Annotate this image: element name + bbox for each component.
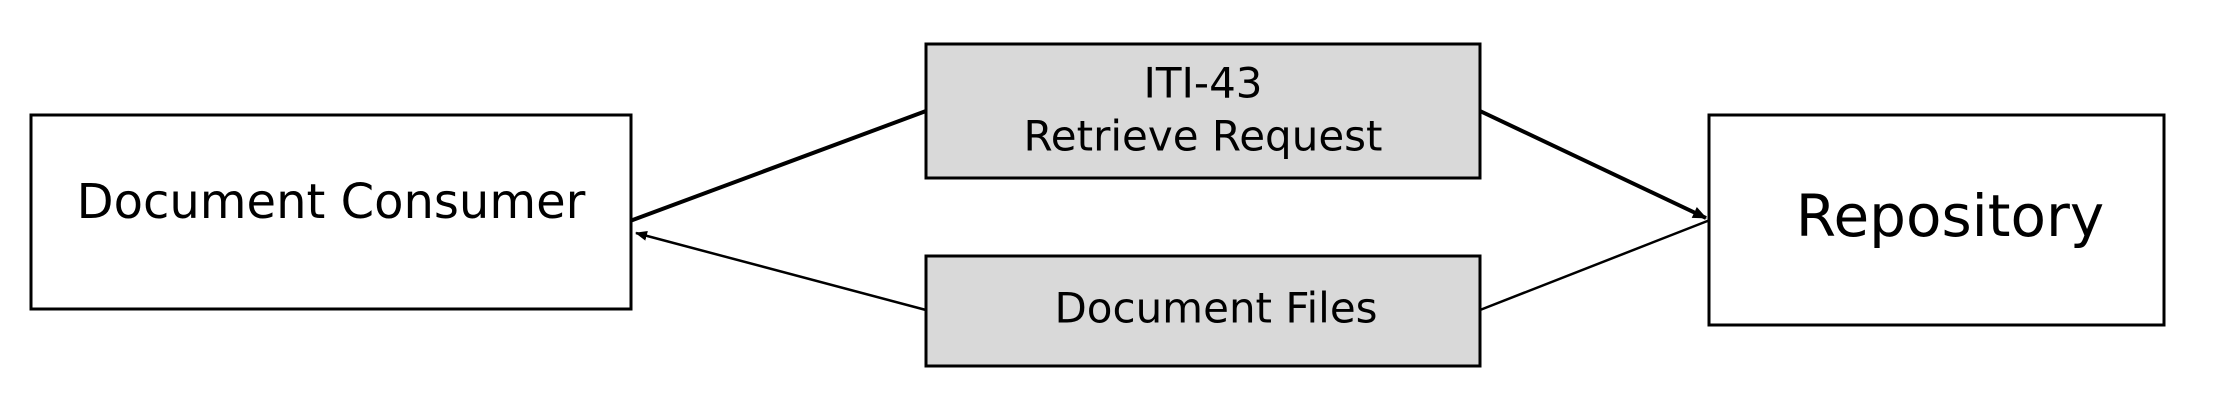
retrieve-request-title: ITI-43	[1143, 59, 1262, 108]
document-files-node: Document Files	[924, 254, 1482, 368]
document-consumer-label: Document Consumer	[77, 174, 586, 230]
connector-response-to-consumer	[635, 230, 927, 312]
repository-node: Repository	[1707, 113, 2166, 327]
document-files-box	[924, 254, 1482, 368]
document-consumer-box	[29, 113, 633, 311]
repository-label: Repository	[1796, 182, 2104, 250]
connector-repository-to-response	[1479, 218, 1711, 312]
retrieve-request-subtitle: Retrieve Request	[1023, 112, 1382, 161]
retrieve-request-node: ITI-43 Retrieve Request	[924, 42, 1482, 180]
document-consumer-node: Document Consumer	[29, 113, 633, 311]
request-flow	[629, 109, 1707, 223]
repository-box	[1707, 113, 2166, 327]
document-files-label: Document Files	[1054, 284, 1377, 333]
response-flow	[635, 218, 1711, 312]
connector-request-to-repository	[1479, 109, 1707, 220]
connector-consumer-to-request	[629, 109, 927, 223]
retrieve-request-box	[924, 42, 1482, 180]
